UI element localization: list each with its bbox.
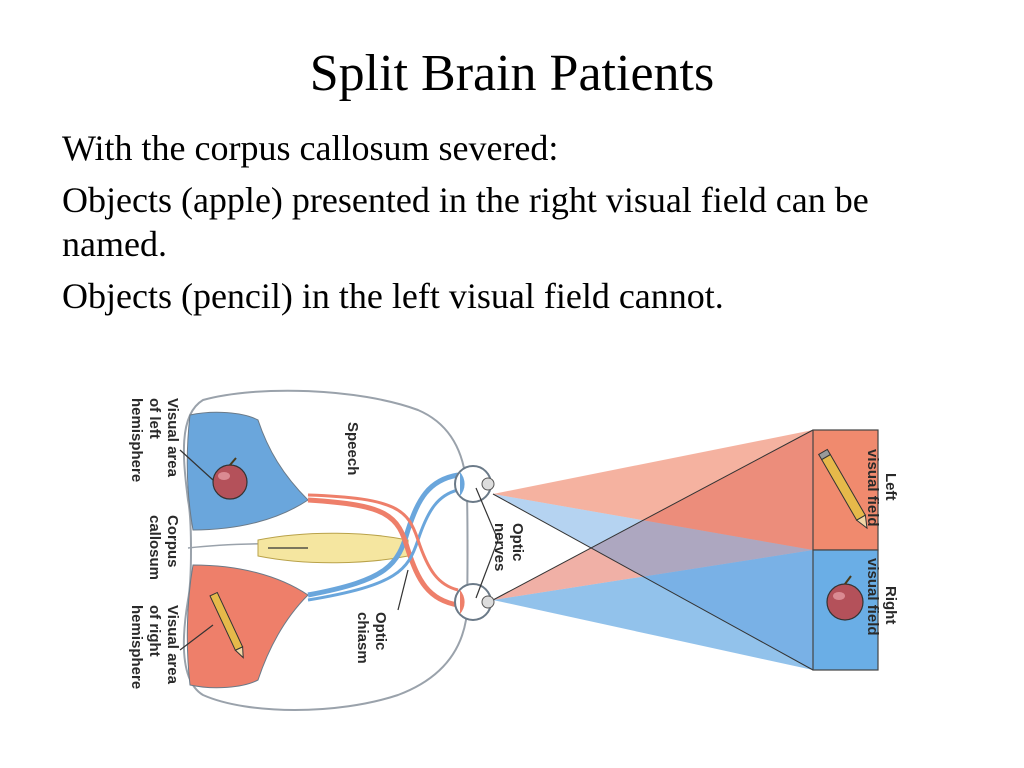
split-brain-diagram: Visual area of left hemisphere Speech Co… — [128, 389, 899, 711]
svg-text:of left: of left — [146, 398, 163, 439]
label-left-visual-field: Left visual field — [864, 449, 899, 527]
svg-text:Speech: Speech — [344, 422, 361, 475]
pencil-right-hemisphere — [209, 591, 244, 659]
svg-text:of right: of right — [146, 605, 163, 657]
svg-text:Optic: Optic — [509, 523, 526, 561]
bullet-2: Objects (apple) presented in the right v… — [62, 180, 869, 264]
svg-text:visual field: visual field — [864, 449, 881, 527]
svg-text:Right: Right — [882, 586, 899, 624]
eye-bottom — [454, 583, 495, 621]
bullet-3: Objects (pencil) in the left visual fiel… — [62, 276, 724, 316]
projection-line-2 — [492, 429, 814, 601]
bullet-1: With the corpus callosum severed: — [62, 128, 559, 168]
pencil-left-field — [817, 448, 868, 530]
optic-pathway-blue — [307, 472, 459, 598]
svg-text:Optic: Optic — [372, 612, 389, 650]
apple-left-hemisphere — [212, 457, 248, 500]
right-field-projection — [493, 550, 813, 670]
label-optic-chiasm: Optic chiasm — [354, 612, 389, 664]
slide-title: Split Brain Patients — [309, 45, 715, 102]
label-right-visual-field: Right visual field — [864, 558, 899, 636]
eye-top — [454, 465, 495, 503]
label-visual-area-left: Visual area of left hemisphere — [128, 398, 181, 482]
svg-text:Left: Left — [882, 473, 899, 501]
apple-right-field — [826, 575, 864, 621]
label-speech: Speech — [344, 422, 361, 475]
optic-pathway-red — [307, 497, 459, 608]
svg-text:callosum: callosum — [146, 515, 163, 580]
slide-body: With the corpus callosum severed: Object… — [62, 126, 962, 326]
projection-line-1 — [492, 493, 814, 671]
svg-text:Visual area: Visual area — [164, 605, 181, 685]
label-visual-area-right: Visual area of right hemisphere — [128, 605, 181, 689]
label-optic-nerves: Optic nerves — [491, 523, 526, 571]
svg-text:hemisphere: hemisphere — [128, 398, 145, 482]
svg-text:chiasm: chiasm — [354, 612, 371, 664]
svg-text:hemisphere: hemisphere — [128, 605, 145, 689]
visual-area-left-hemisphere — [186, 411, 309, 531]
svg-text:visual field: visual field — [864, 558, 881, 636]
svg-text:nerves: nerves — [491, 523, 508, 571]
svg-text:Corpus: Corpus — [164, 515, 181, 568]
svg-text:Visual area: Visual area — [164, 398, 181, 478]
label-corpus-callosum: Corpus callosum — [146, 515, 181, 580]
